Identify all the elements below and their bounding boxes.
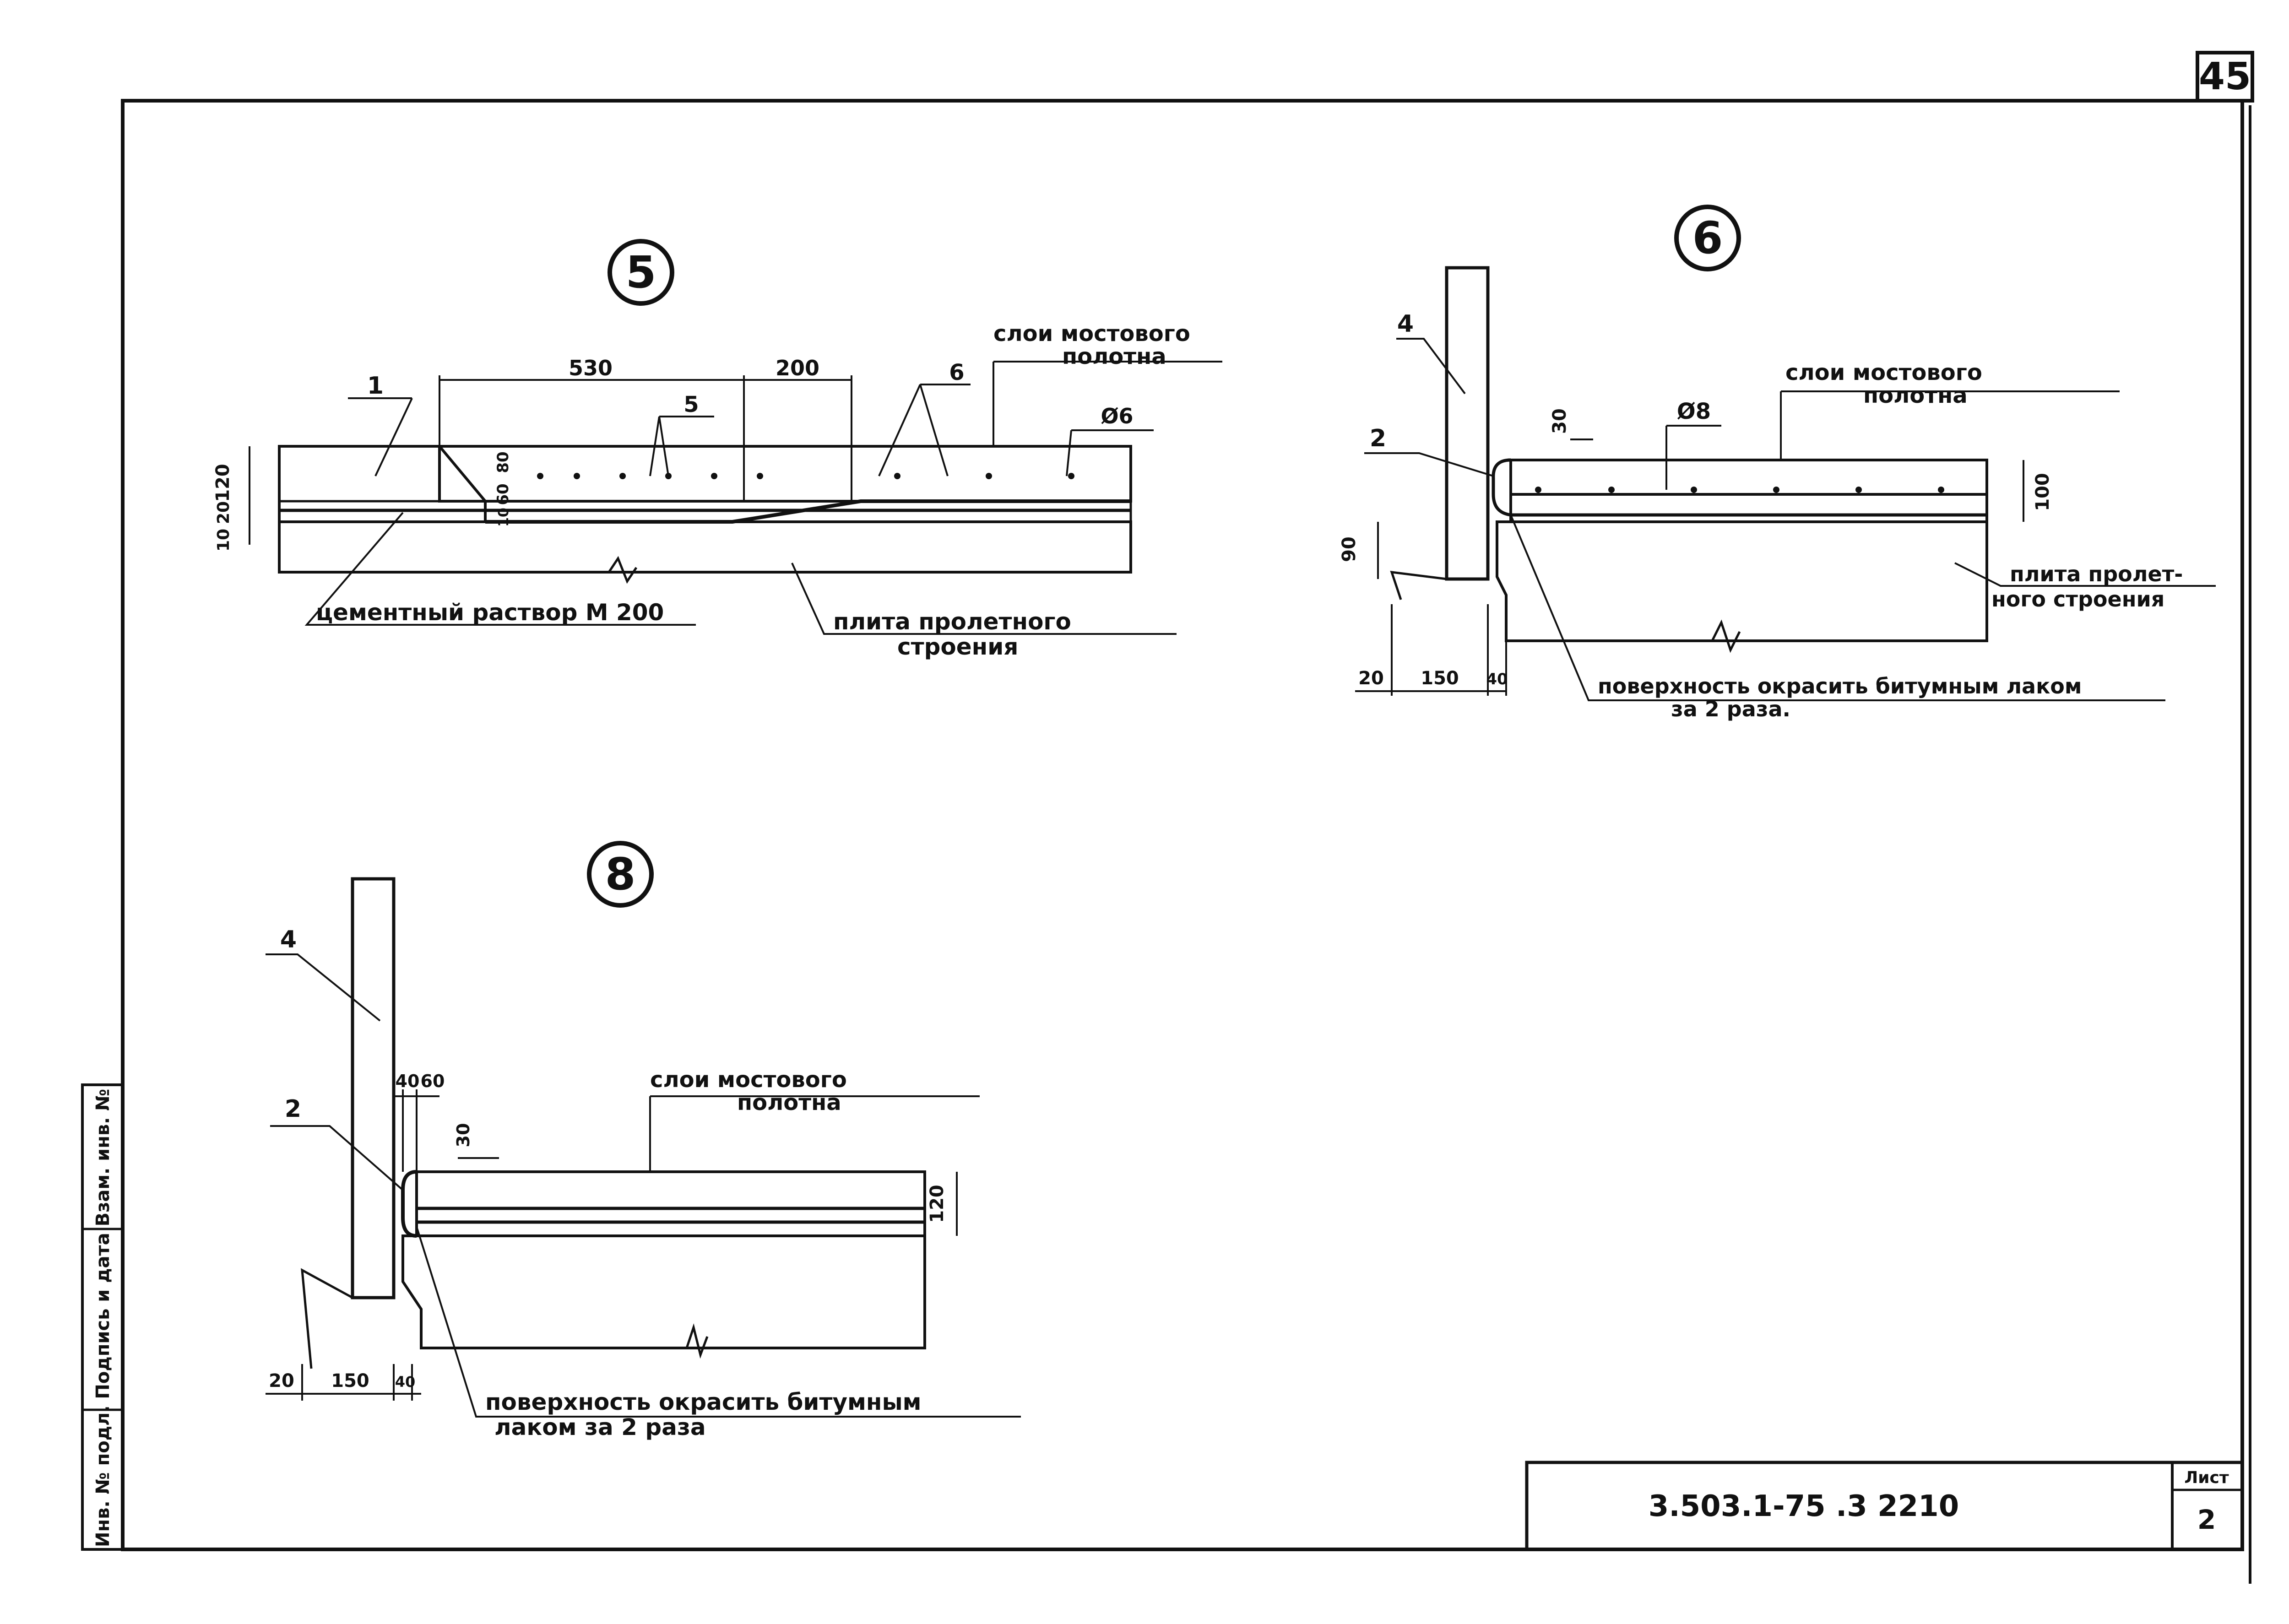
detail-8-pavement-layers xyxy=(415,1170,926,1237)
detail-8-dim-40: 40 xyxy=(396,1071,420,1091)
detail-8-wall xyxy=(351,877,396,1299)
sheet-number: 2 xyxy=(2197,1504,2216,1535)
detail-8-dim-150: 150 xyxy=(331,1370,369,1391)
detail-6-paint-label-2: за 2 раза. xyxy=(1671,697,1790,721)
detail-8-paint-label-1: поверхность окрасить битумным xyxy=(485,1389,922,1415)
detail-6-callout-4: 4 xyxy=(1397,310,1414,338)
detail-5-dim-20: 20 xyxy=(214,501,233,524)
detail-6-layers-label-1: слои мостового xyxy=(1785,360,1982,385)
detail-5-dim-200: 200 xyxy=(776,356,819,380)
detail-5-dim-10: 10 xyxy=(214,529,233,552)
sheet-label: Лист xyxy=(2184,1468,2229,1487)
detail-5: 5 530 200 120 20 10 xyxy=(212,239,1222,660)
detail-6-slab-label-1: плита пролет- xyxy=(2010,562,2183,586)
title-block: 3.503.1-75 .3 2210 Лист 2 xyxy=(1525,1461,2244,1551)
detail-6-callout-2: 2 xyxy=(1370,425,1386,452)
detail-6-rebar xyxy=(1535,487,1944,493)
detail-5-slab-label-2: строения xyxy=(897,633,1018,660)
detail-5-slab-label-1: плита пролетного xyxy=(833,608,1071,635)
detail-5-number: 5 xyxy=(626,247,656,298)
detail-6-dim-40: 40 xyxy=(1486,670,1508,688)
detail-6-pavement-layers xyxy=(1509,459,1988,523)
detail-6: 6 4 2 30 Ø8 слои мостового xyxy=(1339,205,2216,721)
detail-5-dim-80: 80 xyxy=(494,451,512,473)
detail-5-layers-label-2: полотна xyxy=(1062,344,1166,369)
detail-8: 8 4 2 40 60 30 слои мостового полотна xyxy=(266,841,1021,1440)
detail-5-layers-label-1: слои мостового xyxy=(993,321,1190,346)
detail-6-slab xyxy=(1496,520,1988,642)
detail-5-slab xyxy=(278,520,1132,574)
detail-5-callout-5: 5 xyxy=(683,392,699,417)
detail-5-rebar xyxy=(537,473,1074,479)
detail-5-dim-60: 60 xyxy=(494,483,512,505)
detail-6-number: 6 xyxy=(1692,212,1723,264)
page-number-box xyxy=(2196,51,2254,103)
document-code: 3.503.1-75 .3 2210 xyxy=(1649,1489,1959,1523)
detail-8-dim-120: 120 xyxy=(927,1185,948,1223)
side-stamp-text: Инв. № подл. Подпись и дата Взам. инв. № xyxy=(92,1089,114,1547)
detail-8-paint-label-2: лаком за 2 раза xyxy=(494,1414,706,1440)
detail-5-callout-1: 1 xyxy=(367,372,384,400)
detail-5-pavement-layers xyxy=(438,445,1132,503)
detail-6-paint-label-1: поверхность окрасить битумным лаком xyxy=(1598,674,2082,698)
detail-8-marker xyxy=(587,841,654,908)
detail-6-slab-label-2: ного строения xyxy=(1991,587,2164,612)
detail-6-dim-20: 20 xyxy=(1358,668,1384,689)
detail-6-marker xyxy=(1674,205,1741,271)
detail-5-rebar-label: Ø6 xyxy=(1101,404,1133,428)
detail-8-layers-label-1: слои мостового xyxy=(650,1067,847,1093)
detail-8-dim-20: 20 xyxy=(269,1370,294,1391)
detail-8-dim-30: 30 xyxy=(453,1123,473,1148)
detail-8-slab xyxy=(401,1234,926,1349)
detail-5-callout-6: 6 xyxy=(949,360,964,385)
detail-5-dim-120: 120 xyxy=(212,464,233,502)
detail-8-number: 8 xyxy=(605,849,636,900)
detail-6-dim-100: 100 xyxy=(2032,473,2053,511)
side-stamp: Инв. № подл. Подпись и дата Взам. инв. № xyxy=(81,1083,124,1551)
detail-5-marker xyxy=(608,239,674,306)
detail-8-callout-2: 2 xyxy=(285,1095,301,1123)
detail-6-wall xyxy=(1445,266,1490,581)
detail-8-layers-label-2: полотна xyxy=(737,1090,841,1115)
detail-8-callout-4: 4 xyxy=(280,926,297,953)
detail-8-dim-40b: 40 xyxy=(395,1373,416,1391)
detail-8-dim-60: 60 xyxy=(421,1071,445,1091)
detail-5-dim-10b: 10 xyxy=(496,508,512,527)
detail-5-mortar-label: цементный раствор М 200 xyxy=(316,599,664,626)
page-number: 45 xyxy=(2199,55,2251,98)
detail-5-dim-530: 530 xyxy=(569,356,613,380)
detail-6-rebar-label: Ø8 xyxy=(1677,399,1711,424)
detail-6-dim-150: 150 xyxy=(1421,668,1459,689)
detail-6-dim-30: 30 xyxy=(1549,408,1570,434)
detail-6-layers-label-2: полотна xyxy=(1863,383,1968,408)
detail-6-dim-90: 90 xyxy=(1339,536,1360,562)
sheet-frame xyxy=(121,99,2244,1551)
